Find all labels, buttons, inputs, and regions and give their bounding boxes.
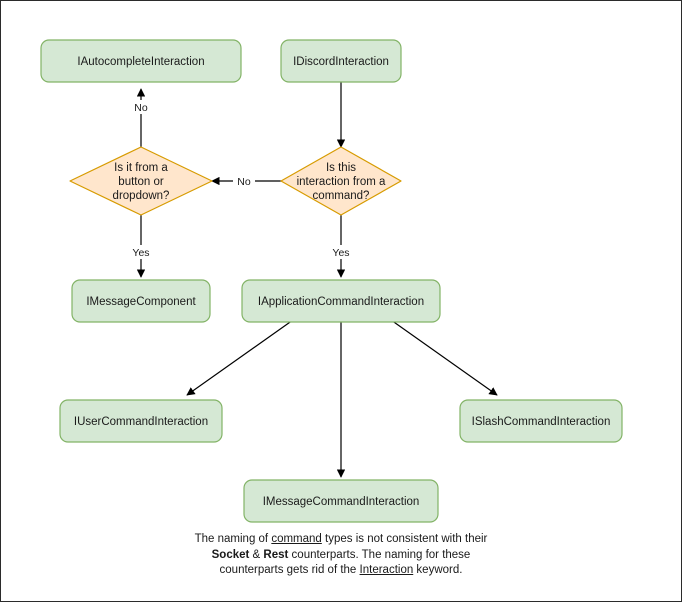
node-label-autocomplete: IAutocompleteInteraction [77, 56, 204, 68]
node-application-command-interaction[interactable]: IApplicationCommandInteraction [241, 279, 441, 323]
caption-line3-text-a: counterparts gets rid of the [219, 564, 360, 576]
node-decision-from-command[interactable]: Is this interaction from a command? [280, 146, 402, 216]
node-user-command-interaction[interactable]: IUserCommandInteraction [59, 399, 223, 443]
node-discord-interaction[interactable]: IDiscordInteraction [280, 39, 402, 83]
node-label-message-command: IMessageCommandInteraction [263, 496, 420, 508]
caption-line-1: The naming of command types is not consi… [1, 532, 681, 548]
caption-line-3: counterparts gets rid of the Interaction… [1, 563, 681, 579]
caption-rest-keyword: Rest [263, 548, 289, 561]
edge-label-yes-message-component: Yes [132, 247, 149, 259]
node-message-component[interactable]: IMessageComponent [71, 279, 211, 323]
node-slash-command-interaction[interactable]: ISlashCommandInteraction [459, 399, 623, 443]
decision-button-line-3: dropdown? [113, 190, 170, 202]
caption-interaction-keyword: Interaction [359, 564, 414, 576]
decision-command-line-3: command? [313, 190, 370, 202]
edge-no-to-autocomplete: No [129, 88, 153, 149]
edge-yes-to-app-command: Yes [328, 214, 354, 278]
decision-button-line-1: Is it from a [114, 162, 168, 174]
edge-label-yes-app-command: Yes [332, 247, 349, 259]
caption-line-2: Socket & Rest counterparts. The naming f… [1, 548, 681, 564]
decision-command-line-2: interaction from a [297, 176, 386, 188]
node-decision-button-or-dropdown[interactable]: Is it from a button or dropdown? [69, 146, 213, 216]
node-label-slash-command: ISlashCommandInteraction [472, 416, 611, 428]
caption-line1-text-b: types is not consistent with their [321, 533, 488, 545]
caption-line1-text-a: The naming of [194, 533, 272, 545]
diagram-caption: The naming of command types is not consi… [1, 532, 681, 579]
caption-line2-text-c: counterparts. The naming for these [288, 548, 471, 561]
node-label-message-component: IMessageComponent [86, 296, 196, 308]
edge-no-to-decision-button: No [211, 174, 282, 188]
caption-line3-text-b: keyword. [413, 564, 463, 576]
caption-line2-amp: & [249, 548, 264, 561]
node-label-user-command: IUserCommandInteraction [74, 416, 208, 428]
edge-app-to-slash-command [390, 319, 498, 396]
node-label-app-command: IApplicationCommandInteraction [258, 296, 424, 308]
node-message-command-interaction[interactable]: IMessageCommandInteraction [243, 479, 439, 523]
decision-button-line-2: button or [118, 176, 164, 188]
edge-yes-to-message-component: Yes [128, 214, 154, 278]
node-autocomplete-interaction[interactable]: IAutocompleteInteraction [40, 39, 242, 83]
edge-app-to-user-command [186, 319, 294, 396]
node-label-discord: IDiscordInteraction [293, 56, 389, 68]
decision-command-line-1: Is this [326, 162, 356, 174]
edge-label-no-autocomplete: No [134, 102, 148, 114]
edge-label-no-decision-button: No [237, 176, 251, 188]
caption-command-keyword: command [271, 533, 322, 545]
caption-socket-keyword: Socket [211, 548, 250, 561]
